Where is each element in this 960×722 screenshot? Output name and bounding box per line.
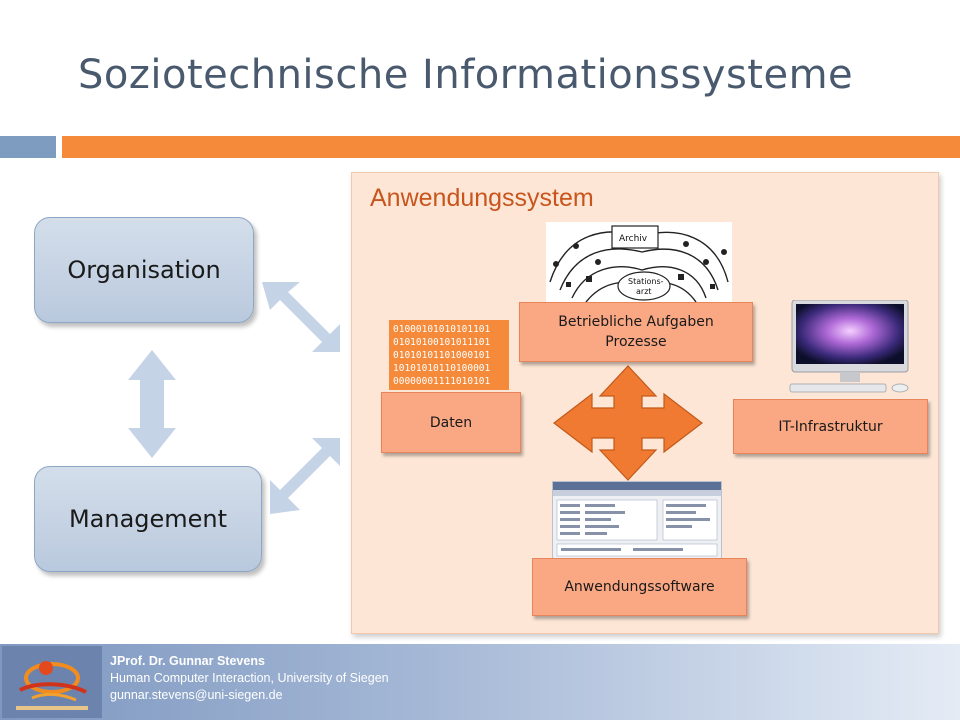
binary-line: 00000001111010101 [393,376,491,387]
application-software-screenshot [552,481,722,561]
anwendungssoftware-box: Anwendungssoftware [532,558,747,616]
accent-bar-blue [0,136,56,158]
footer-email[interactable]: gunnar.stevens@uni-siegen.de [110,688,283,702]
binary-line: 01000101010101101 [393,324,491,335]
betriebliche-aufgaben-box: Betriebliche Aufgaben Prozesse [519,302,753,362]
footer-institution: Human Computer Interaction, University o… [110,671,389,685]
diagonal-arrow-lower [270,438,340,514]
hci-logo [2,646,102,718]
diagonal-arrow-upper [262,282,340,352]
footer-name: JProf. Dr. Gunnar Stevens [110,654,265,668]
hci-logo-icon [16,661,88,710]
management-box: Management [34,466,262,572]
binary-line: 10101010110100001 [393,363,491,374]
imac-computer-icon [789,300,909,393]
vertical-double-arrow [128,350,176,458]
process-diagram-image: Archiv Stations- arzt [546,222,732,303]
accent-bar-orange [62,136,960,158]
application-system-title: Anwendungssystem [370,184,594,212]
four-way-arrow-icon [553,365,703,481]
process-flow-icon: Archiv Stations- arzt [549,225,729,303]
aufgaben-label-line2: Prozesse [605,334,667,350]
binary-line: 01010100101011101 [393,337,491,348]
footer-bar [0,644,960,720]
software-window-icon [553,482,721,557]
it-infrastruktur-box: IT-Infrastruktur [733,399,928,454]
aufgaben-label-line1: Betriebliche Aufgaben [558,314,714,330]
organisation-box: Organisation [34,217,254,323]
stationsarzt-label-1: Stations- [628,277,664,286]
binary-line: 01010101101000101 [393,350,491,361]
slide-title: Soziotechnische Informationssysteme [78,52,854,98]
archiv-label: Archiv [619,234,648,244]
binary-data-block: 01000101010101101 01010100101011101 0101… [389,320,509,390]
stationsarzt-label-2: arzt [636,287,652,296]
daten-box: Daten [381,392,521,453]
